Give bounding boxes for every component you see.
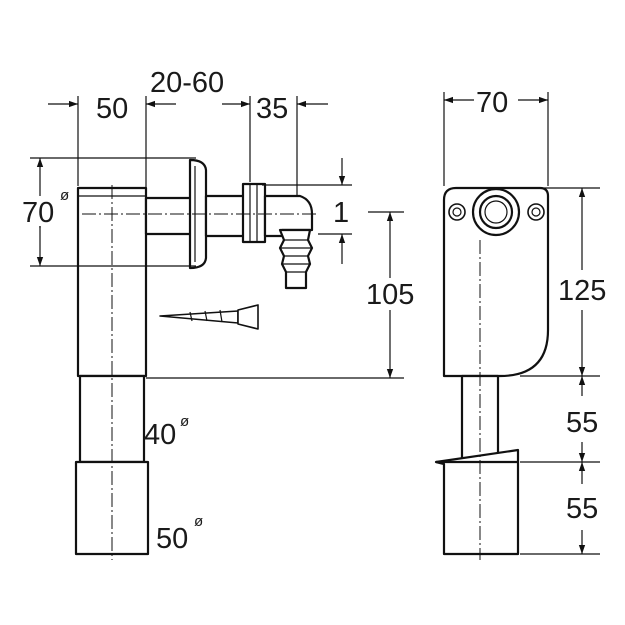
dim-105: 105 <box>366 279 414 311</box>
side-nut <box>204 194 248 238</box>
dim-1: 1 <box>333 197 349 229</box>
dia-symbol-40: ø <box>180 413 189 430</box>
dia-symbol-70: ø <box>60 187 69 204</box>
dim-50-side: 50 <box>96 93 128 125</box>
hose-barb <box>278 228 314 290</box>
label-50: 50 <box>156 523 188 555</box>
dia-symbol-50: ø <box>194 513 203 530</box>
dim-70-front: 70 <box>476 87 508 119</box>
dim-70-side: 70 <box>22 197 54 229</box>
screw-icon <box>159 304 259 330</box>
screw-hole-right-icon <box>527 203 545 221</box>
side-nozzle <box>144 196 194 236</box>
dim-55-upper: 55 <box>566 407 598 439</box>
front-view: 70 125 55 55 <box>434 87 610 560</box>
screw-hole-left-icon <box>448 203 466 221</box>
dim-55-lower: 55 <box>566 493 598 525</box>
label-40: 40 <box>144 419 176 451</box>
side-view: 50 20-60 35 70 ø 1 105 40 ø 50 ø <box>22 67 416 560</box>
dim-35: 35 <box>256 93 288 125</box>
dim-125: 125 <box>558 275 606 307</box>
dim-20-60: 20-60 <box>150 67 224 99</box>
front-plate <box>442 186 550 378</box>
